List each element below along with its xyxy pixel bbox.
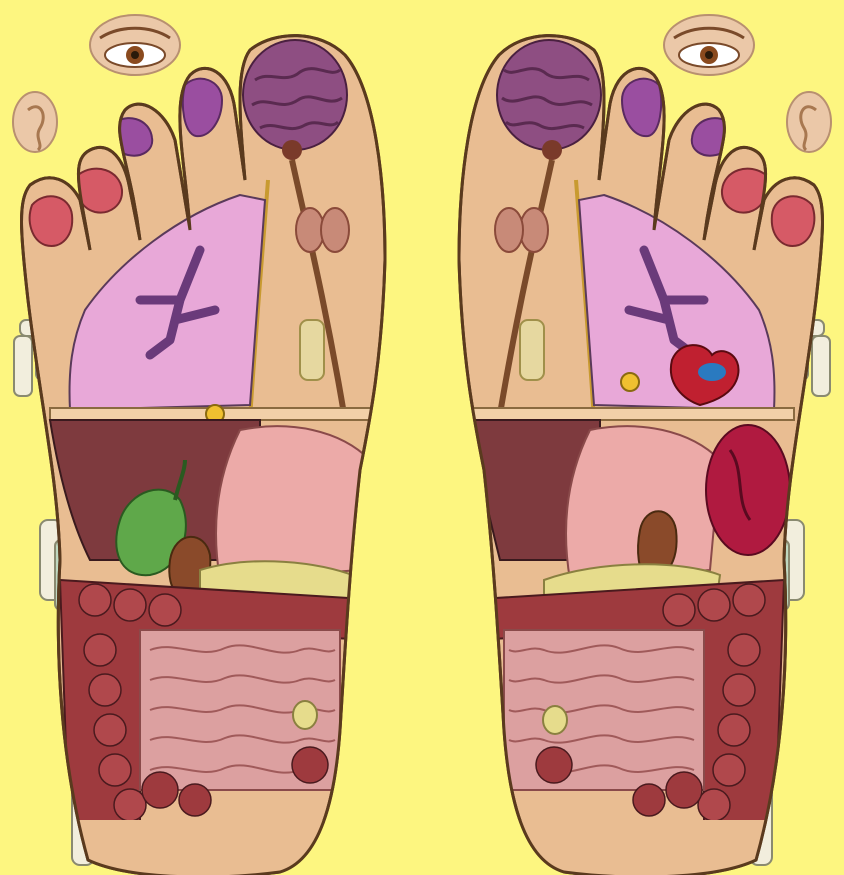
right-small-intestine-zone — [504, 630, 704, 790]
left-sinus-zone — [30, 196, 73, 246]
right-sinus-zone — [772, 196, 815, 246]
left-bladder-zone — [293, 701, 317, 729]
right-bladder-zone — [543, 706, 567, 734]
left-stomach-zone — [216, 426, 370, 580]
right-spleen-zone — [706, 425, 790, 555]
right-diaphragm-line — [454, 408, 794, 420]
left-parathyroid-zone — [300, 320, 324, 380]
left-ear-zone — [13, 92, 57, 152]
right-solar-plexus-zone — [621, 373, 639, 391]
left-eye-zone — [90, 15, 180, 75]
right-parathyroid-zone — [520, 320, 544, 380]
right-eye-zone — [664, 15, 754, 75]
right-ear-zone — [787, 92, 831, 152]
